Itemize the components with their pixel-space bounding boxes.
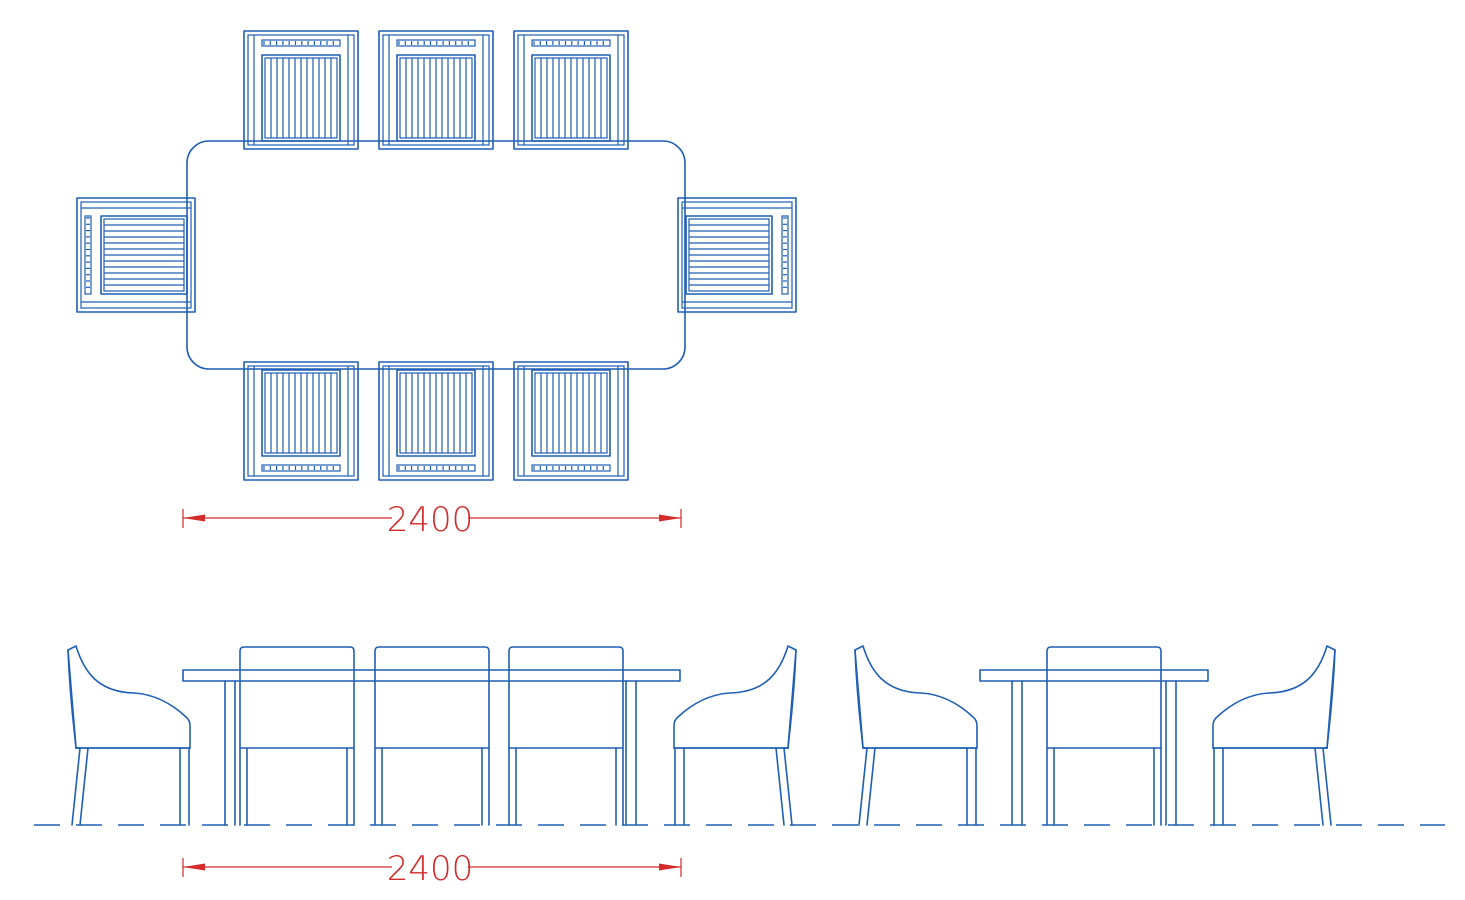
plan-dimension-label: 2400 [387,500,474,540]
plan-chair-left-end [76,197,196,313]
elevation-front-chair [374,646,490,826]
elevation-front-chair [239,646,355,826]
plan-chair-bottom [378,361,494,481]
plan-chair-top [378,30,494,150]
elevation-view: 2400 [34,645,1445,889]
plan-chair-right-end [677,197,797,313]
plan-table-top [186,140,686,370]
elevation-side-chair-left [67,645,191,826]
plan-chair-right [677,197,797,313]
elevation-side-chair-right [673,645,797,826]
plan-dimension: 2400 [182,500,682,540]
elevation-front-chair [1046,646,1162,826]
plan-chair-bottom [513,361,629,481]
elevation-front-chair [508,646,624,826]
plan-chair-left [76,197,196,313]
elevation-side-chair-left [854,645,978,826]
plan-chairs-top-row [243,30,629,150]
plan-chair-bottom [243,361,359,481]
elevation-dimension: 2400 [182,849,682,889]
plan-chair-top [243,30,359,150]
elevation-side-chair-right [1212,645,1336,826]
elevation-short-table [979,669,1209,826]
elevation-long-table [182,669,681,826]
elevation-dimension-label: 2400 [387,849,474,889]
plan-chairs-bottom-row [243,361,629,481]
plan-chair-top [513,30,629,150]
plan-view: 2400 [76,30,797,540]
